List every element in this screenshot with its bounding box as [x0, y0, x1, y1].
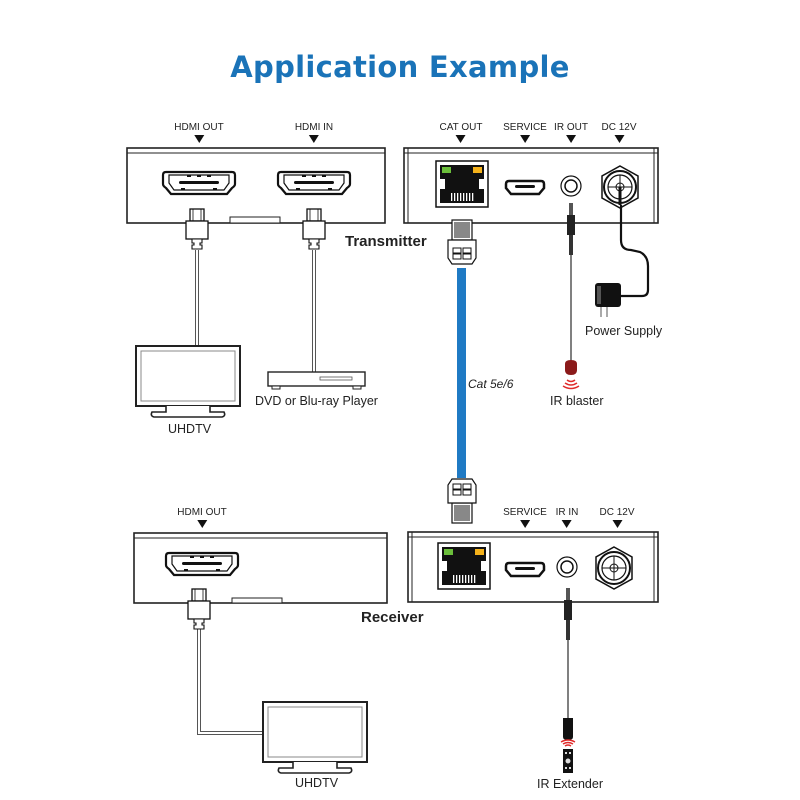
- ir-extender-cable: [560, 588, 576, 773]
- tx-dc-12v-label: DC 12V: [601, 122, 637, 143]
- arrow-down-icon: [519, 135, 530, 143]
- tx-source-label: DVD or Blu-ray Player: [255, 394, 378, 408]
- arrow-down-icon: [613, 135, 624, 143]
- cat-cable-label: Cat 5e/6: [468, 377, 514, 391]
- arrow-down-icon: [611, 520, 622, 528]
- transmitter-hdmi-unit: [126, 147, 386, 224]
- tx-ir-out-label: IR OUT: [554, 122, 588, 143]
- rx-ir-in-label: IR IN: [556, 507, 578, 528]
- arrow-down-icon: [565, 135, 576, 143]
- audio-jack-port-icon: [560, 175, 582, 197]
- receiver-label: Receiver: [361, 609, 424, 626]
- receiver-cat-unit: [407, 531, 659, 603]
- hdmi-port-icon: [161, 170, 237, 196]
- transmitter-label: Transmitter: [345, 233, 427, 250]
- tx-service-label: SERVICE: [503, 122, 547, 143]
- dvd-player-icon: [267, 371, 366, 390]
- rx-hdmi-out-label: HDMI OUT: [177, 507, 227, 528]
- ir-blaster-label: IR blaster: [550, 394, 604, 408]
- tv-icon: [262, 701, 368, 774]
- page-title: Application Example: [230, 50, 570, 84]
- power-supply-label: Power Supply: [585, 324, 663, 338]
- micro-usb-port-icon: [504, 561, 546, 578]
- audio-jack-port-icon: [556, 556, 578, 578]
- tx-display-label: UHDTV: [168, 422, 212, 436]
- arrow-down-icon: [519, 520, 530, 528]
- rx-display-label: UHDTV: [295, 776, 339, 790]
- hdmi-port-icon: [164, 551, 240, 577]
- rj45-plug-icon: [447, 478, 477, 524]
- rj45-port-icon: [437, 542, 491, 590]
- transmitter-cat-unit: [403, 147, 659, 224]
- arrow-down-icon: [196, 520, 207, 528]
- power-cable: [595, 187, 650, 317]
- rj45-port-icon: [435, 160, 489, 208]
- micro-usb-port-icon: [504, 179, 546, 196]
- ir-extender-label: IR Extender: [537, 777, 604, 791]
- rx-service-label: SERVICE: [503, 507, 547, 528]
- tv-icon: [135, 345, 241, 418]
- arrow-down-icon: [562, 520, 572, 528]
- tx-hdmi-out-label: HDMI OUT: [174, 122, 224, 143]
- tx-cat-out-label: CAT OUT: [440, 122, 482, 143]
- rj45-plug-icon: [447, 219, 477, 265]
- power-adapter-icon: [595, 283, 621, 317]
- tx-hdmi-cable-to-tv: [185, 208, 209, 345]
- tx-hdmi-cable-from-player: [302, 208, 326, 372]
- hdmi-port-icon: [276, 170, 352, 196]
- dc-power-port-icon: [595, 546, 633, 590]
- cat-cable: [447, 219, 477, 524]
- arrow-down-icon: [193, 135, 204, 143]
- tx-hdmi-in-label: HDMI IN: [295, 122, 333, 143]
- arrow-down-icon: [309, 135, 319, 143]
- receiver-hdmi-unit: [133, 532, 388, 604]
- arrow-down-icon: [456, 135, 466, 143]
- rx-hdmi-cable-to-tv: [187, 588, 262, 735]
- remote-control-icon: [563, 749, 573, 773]
- ir-blaster-cable: [562, 203, 580, 390]
- rx-dc-12v-label: DC 12V: [599, 507, 635, 528]
